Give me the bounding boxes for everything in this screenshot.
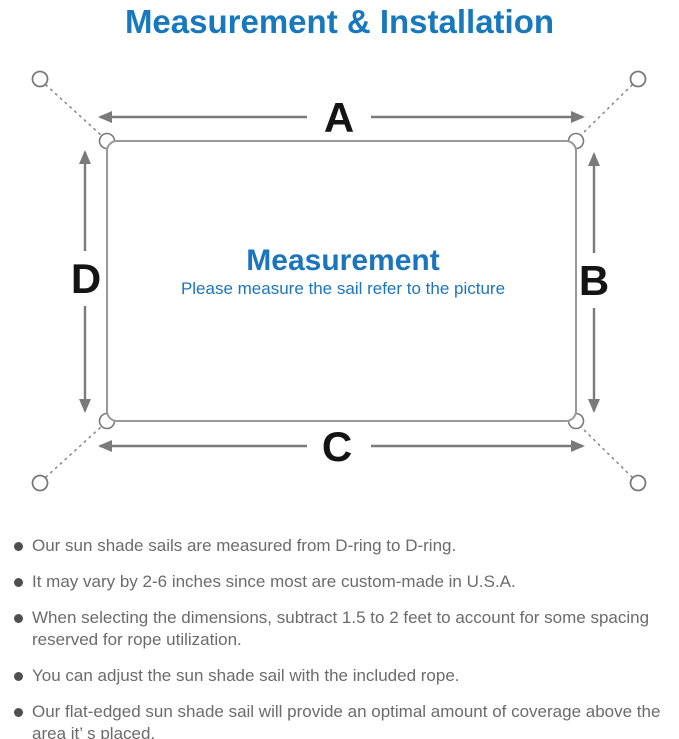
anchor-ring-top-left <box>31 70 49 88</box>
notes-list: Our sun shade sails are measured from D-… <box>0 535 679 739</box>
dimension-label-b: B <box>579 257 609 304</box>
rope-top-right <box>579 84 633 137</box>
anchor-ring-top-right <box>629 70 647 88</box>
note-item-4: You can adjust the sun shade sail with t… <box>14 665 667 687</box>
anchor-rope-lines <box>45 84 633 478</box>
note-item-5: Our flat-edged sun shade sail will provi… <box>14 701 667 739</box>
dimension-label-c: C <box>322 423 352 470</box>
dimension-arrows <box>79 111 600 452</box>
diagram-center-heading: Measurement <box>246 244 439 277</box>
anchor-ring-bottom-right <box>629 474 647 492</box>
note-item-1: Our sun shade sails are measured from D-… <box>14 535 667 557</box>
note-item-3: When selecting the dimensions, subtract … <box>14 607 667 651</box>
dimension-label-a: A <box>324 94 354 141</box>
sail-outline <box>106 140 577 422</box>
dimension-label-d: D <box>71 255 101 302</box>
rope-top-left <box>45 84 103 137</box>
rope-bottom-right <box>579 425 633 478</box>
sail-diagram-svg: A B C D Measurement Please measure the s… <box>31 70 647 492</box>
page-title: Measurement & Installation <box>124 3 555 40</box>
note-item-2: It may vary by 2-6 inches since most are… <box>14 571 667 593</box>
sail-measurement-diagram: A B C D Measurement Please measure the s… <box>0 55 679 530</box>
rope-bottom-left <box>45 425 103 478</box>
anchor-ring-bottom-left <box>31 474 49 492</box>
diagram-center-subheading: Please measure the sail refer to the pic… <box>181 279 505 298</box>
anchor-rings <box>31 70 647 492</box>
